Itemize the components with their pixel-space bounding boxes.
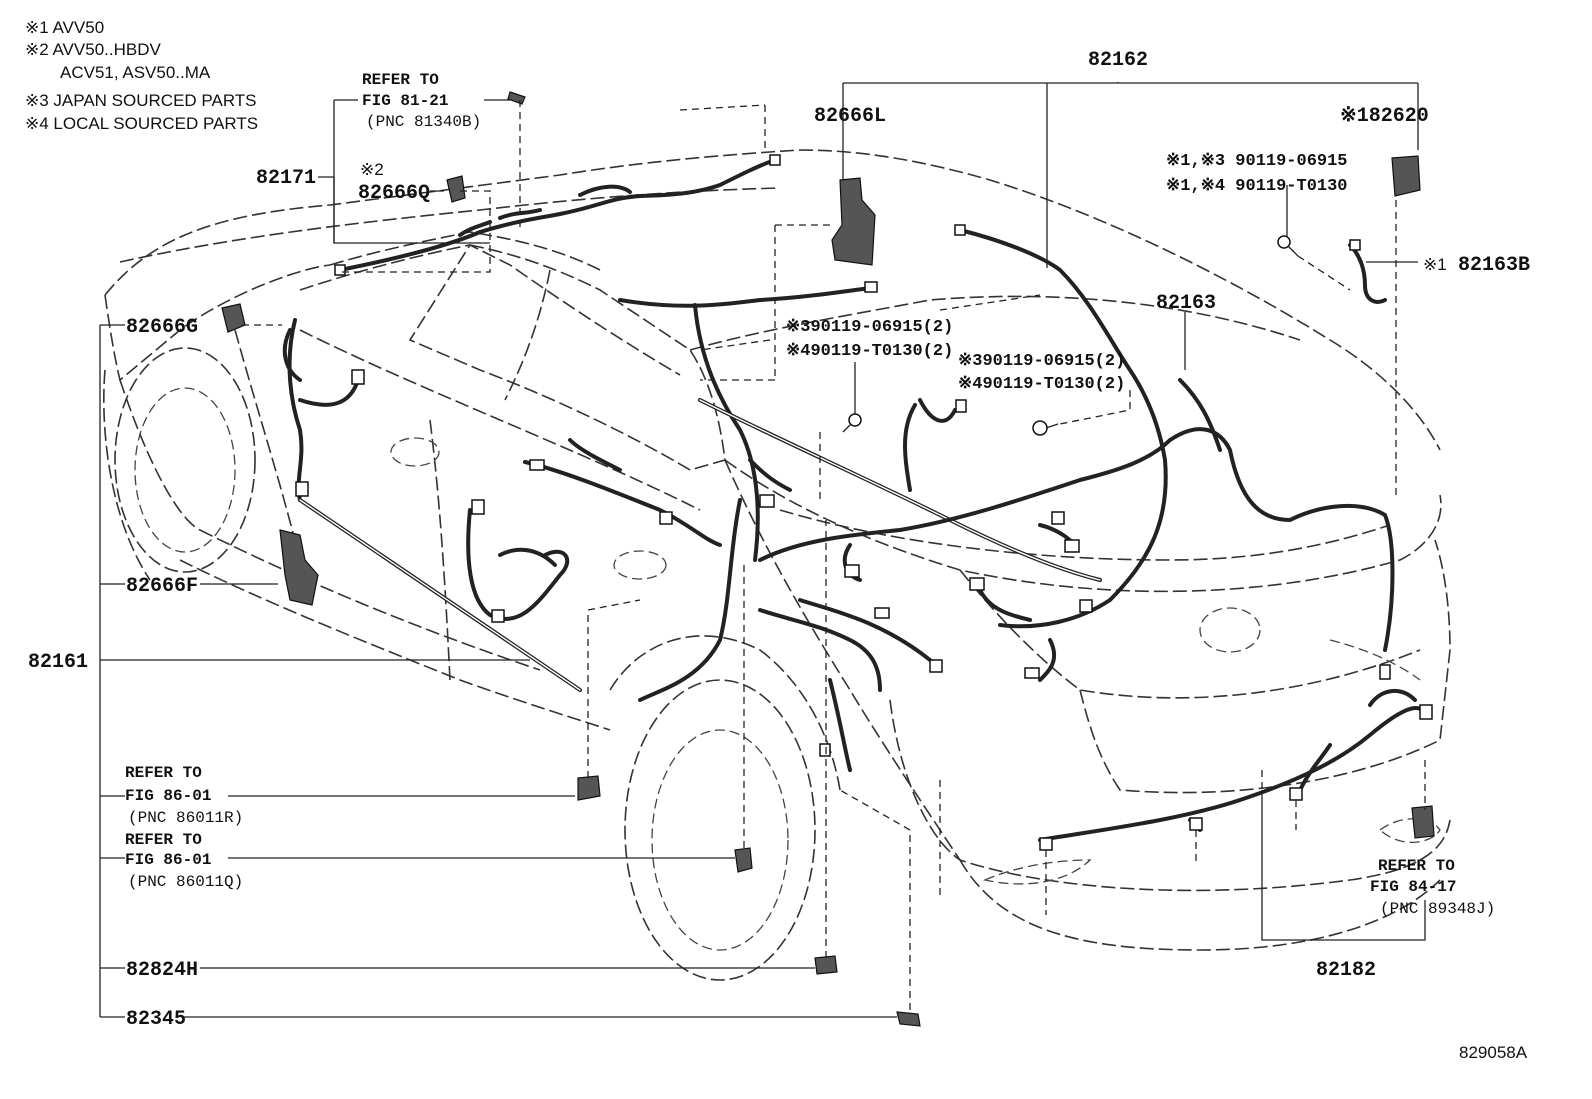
label-bolt-e: ※390119-06915(2) — [958, 352, 1125, 371]
part-82345 — [896, 1011, 921, 1027]
part-86011R — [577, 775, 601, 801]
note-2: ※2 AVV50..HBDV — [25, 40, 161, 59]
ref-4-line1: REFER TO — [1378, 857, 1455, 875]
reference-81340B: REFER TO FIG 81-21 (PNC 81340B) — [362, 71, 481, 131]
harness-rear-door — [466, 438, 722, 622]
note-1: ※1 AVV50 — [25, 18, 104, 37]
ref-2-line2: FIG 86-01 — [125, 787, 211, 805]
part-labels: 82162 82666L ※182620 82171 ※2 82666Q 826… — [28, 49, 1530, 1062]
harness-roof-82171 — [338, 158, 777, 272]
note-3: ※3 JAPAN SOURCED PARTS — [25, 91, 257, 110]
label-bolt-c: ※390119-06915(2) — [786, 318, 953, 337]
ref-4-line2: FIG 84-17 — [1370, 878, 1456, 896]
label-82161: 82161 — [28, 651, 88, 674]
label-82163: 82163 — [1156, 292, 1216, 315]
notes-block: ※1 AVV50 ※2 AVV50..HBDV ACV51, ASV50..MA… — [25, 18, 258, 133]
reference-86011Q: REFER TO FIG 86-01 (PNC 86011Q) — [125, 831, 243, 891]
label-82666F: 82666F — [126, 575, 198, 598]
label-82162: 82162 — [1088, 49, 1148, 72]
label-82345: 82345 — [126, 1008, 186, 1031]
ref-3-line3: (PNC 86011Q) — [128, 873, 243, 891]
label-bolt-b: ※1,※4 90119-T0130 — [1166, 177, 1348, 196]
label-82666Q: 82666Q — [358, 182, 430, 205]
label-82620: ※182620 — [1340, 105, 1429, 128]
reference-86011R: REFER TO FIG 86-01 (PNC 86011R) — [125, 764, 243, 827]
part-82824H — [814, 955, 838, 975]
label-bolt-d: ※490119-T0130(2) — [786, 342, 953, 361]
label-82666L: 82666L — [814, 105, 886, 128]
label-82163B-mark: ※1 — [1423, 255, 1447, 274]
connector-marks — [295, 154, 1433, 851]
harness-82163B — [1348, 243, 1387, 304]
label-82182: 82182 — [1316, 959, 1376, 982]
part-82666L — [831, 177, 876, 266]
part-82620 — [1391, 155, 1421, 197]
label-82163B: 82163B — [1458, 254, 1530, 277]
part-81340B-clip — [507, 91, 526, 105]
part-82666Q — [446, 175, 466, 203]
label-82666Q-mark: ※2 — [360, 160, 384, 179]
leader-lines — [99, 82, 1426, 1018]
note-4: ※4 LOCAL SOURCED PARTS — [25, 114, 258, 133]
ref-4-line3: (PNC 89348J) — [1380, 900, 1495, 918]
ref-2-line3: (PNC 86011R) — [128, 809, 243, 827]
harness-front-door-82161 — [282, 318, 582, 692]
ref-3-line1: REFER TO — [125, 831, 202, 849]
label-82824H: 82824H — [126, 959, 198, 982]
harness-rear-bumper-82182 — [1038, 689, 1427, 842]
part-82666F — [279, 529, 319, 606]
part-86011Q — [734, 847, 753, 873]
ref-2-line1: REFER TO — [125, 764, 202, 782]
bolt-icons — [842, 235, 1299, 436]
car-body-outline — [103, 149, 1451, 981]
reference-89348J: REFER TO FIG 84-17 (PNC 89348J) — [1370, 857, 1495, 918]
harness-body-main-82162 — [618, 228, 1395, 772]
part-89348J — [1411, 805, 1435, 839]
note-2b: ACV51, ASV50..MA — [60, 63, 211, 82]
ref-1-line3: (PNC 81340B) — [366, 113, 481, 131]
figure-id: 829058A — [1459, 1043, 1528, 1062]
ref-3-line2: FIG 86-01 — [125, 851, 211, 869]
ref-1-line1: REFER TO — [362, 71, 439, 89]
ref-1-line2: FIG 81-21 — [362, 92, 448, 110]
part-82666G — [221, 303, 246, 333]
label-82666G: 82666G — [126, 316, 198, 339]
label-bolt-a: ※1,※3 90119-06915 — [1166, 152, 1348, 171]
label-82171: 82171 — [256, 167, 316, 190]
label-bolt-f: ※490119-T0130(2) — [958, 375, 1125, 394]
